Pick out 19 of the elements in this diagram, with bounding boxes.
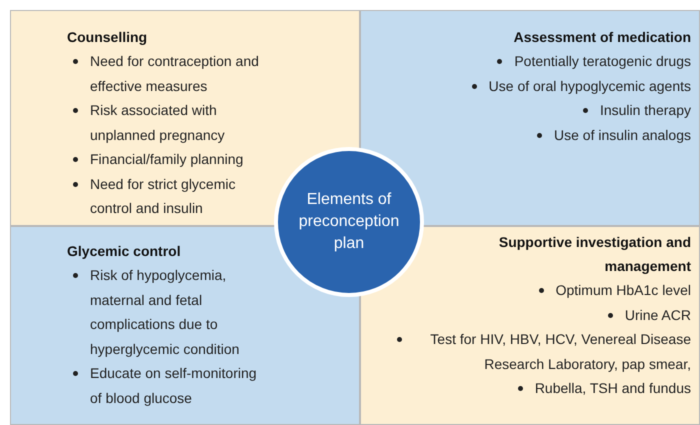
- section-heading: Glycemic control: [67, 242, 182, 261]
- circle-title: Elements of preconception plan: [298, 190, 400, 254]
- list-item-text: Need for contraception and effective measures: [90, 52, 260, 96]
- list-item-text: Educate on self-monitoring of blood glucose: [90, 364, 258, 408]
- list-item-text: Potentially teratogenic drugs: [514, 52, 691, 71]
- list-item-text: Optimum HbA1c level: [556, 281, 691, 300]
- list-item-text: Insulin therapy: [600, 101, 691, 120]
- list-item-text: Risk associated with unplanned pregnancy: [90, 101, 226, 145]
- list-item-text: Urine ACR: [624, 306, 691, 324]
- list-item-text: Financial/family planning: [90, 150, 244, 169]
- list-item-text: Use of oral hypoglycemic agents: [488, 76, 691, 96]
- section-heading: Assessment of medication: [512, 28, 691, 47]
- list-item-text: Rubella, TSH and fundus: [534, 379, 691, 398]
- section-heading: Supportive investigation and management: [498, 233, 691, 276]
- section-heading: Counselling: [67, 28, 148, 47]
- list-item-text: Use of insulin analogs: [554, 126, 691, 145]
- list-item-text: Test for HIV, HBV, HCV, Venereal Disease Research Laboratory, pap smear,: [429, 330, 691, 374]
- list-item-text: Need for strict glycemic control and insulin: [90, 174, 236, 218]
- list-item-text: Risk of hypoglycemia, maternal and fetal complications due to hyperglycemic condition: [90, 266, 240, 359]
